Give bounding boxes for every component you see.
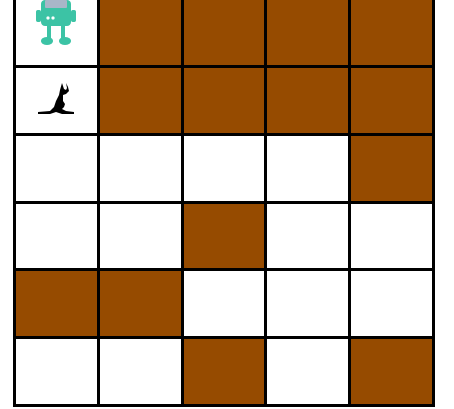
cell-r4-c3[interactable] — [184, 204, 265, 269]
cell-r1-c5[interactable] — [351, 0, 432, 65]
cell-r5-c2[interactable] — [100, 271, 181, 336]
cell-r2-c1[interactable] — [16, 68, 97, 133]
cell-r6-c2[interactable] — [100, 339, 181, 404]
cell-r6-c4[interactable] — [267, 339, 348, 404]
cell-r4-c4[interactable] — [267, 204, 348, 269]
cell-r1-c1[interactable] — [16, 0, 97, 65]
cell-r3-c2[interactable] — [100, 136, 181, 201]
cell-r1-c2[interactable] — [100, 0, 181, 65]
cell-r3-c4[interactable] — [267, 136, 348, 201]
cell-r5-c4[interactable] — [267, 271, 348, 336]
cell-r6-c5[interactable] — [351, 339, 432, 404]
cell-r3-c3[interactable] — [184, 136, 265, 201]
robot-icon — [33, 0, 79, 48]
cell-r4-c5[interactable] — [351, 204, 432, 269]
cell-r5-c3[interactable] — [184, 271, 265, 336]
cell-r1-c3[interactable] — [184, 0, 265, 65]
cell-r4-c1[interactable] — [16, 204, 97, 269]
cell-r6-c3[interactable] — [184, 339, 265, 404]
cell-r3-c1[interactable] — [16, 136, 97, 201]
game-board — [13, 0, 435, 407]
cell-r2-c3[interactable] — [184, 68, 265, 133]
cell-r2-c4[interactable] — [267, 68, 348, 133]
cell-r6-c1[interactable] — [16, 339, 97, 404]
cell-r2-c2[interactable] — [100, 68, 181, 133]
cell-r2-c5[interactable] — [351, 68, 432, 133]
cell-r3-c5[interactable] — [351, 136, 432, 201]
cell-r1-c4[interactable] — [267, 0, 348, 65]
cell-r5-c5[interactable] — [351, 271, 432, 336]
kangaroo-icon — [36, 81, 76, 119]
cell-r5-c1[interactable] — [16, 271, 97, 336]
cell-r4-c2[interactable] — [100, 204, 181, 269]
